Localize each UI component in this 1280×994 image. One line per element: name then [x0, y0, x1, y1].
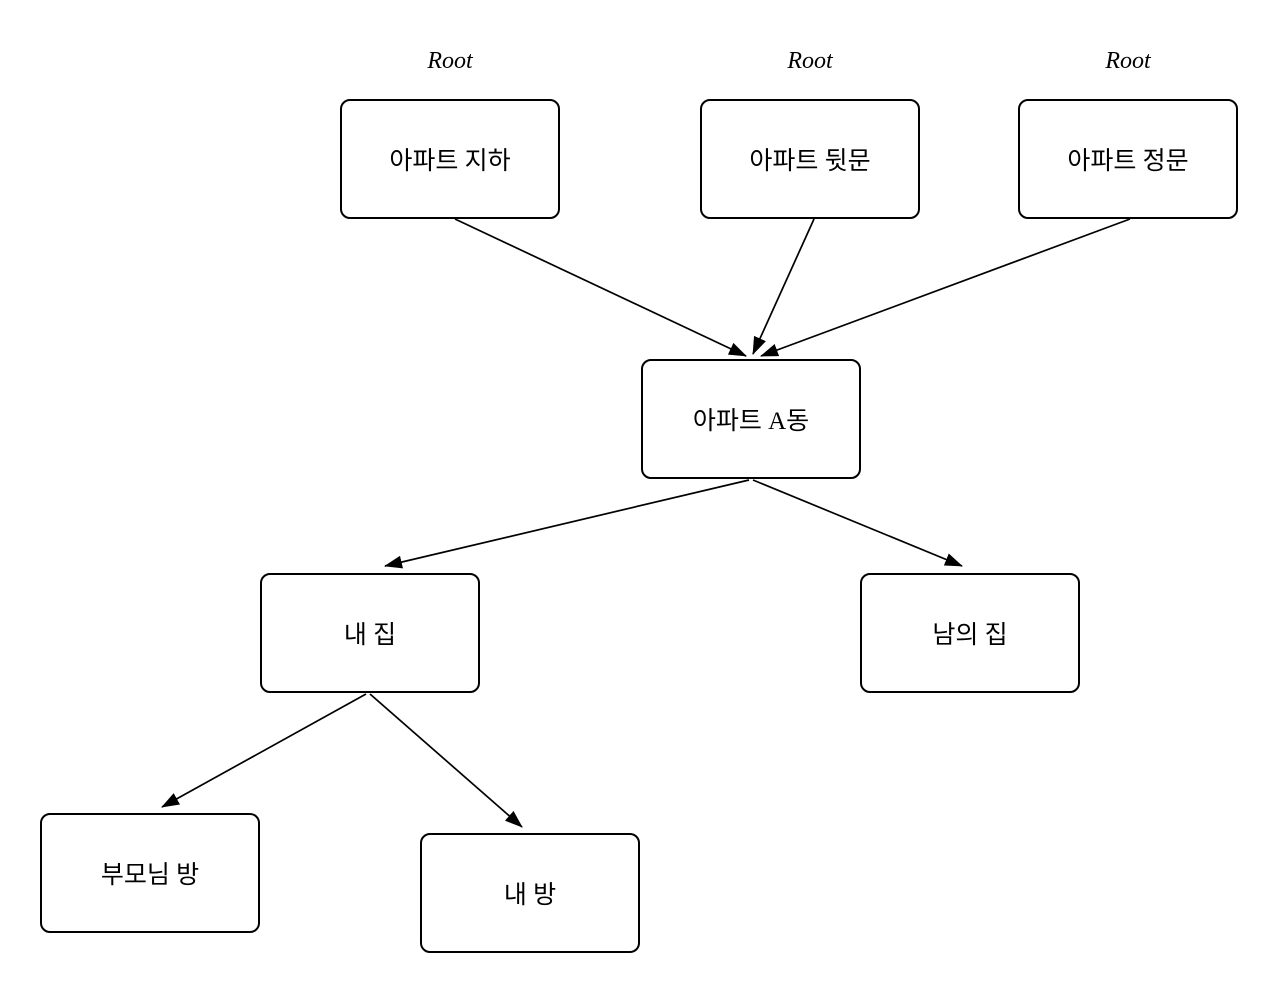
node-label-apt-frontgate: 아파트 정문 — [1067, 148, 1189, 175]
node-my-room: 내 방 — [420, 833, 640, 953]
node-apt-building-a: 아파트 A동 — [641, 359, 861, 479]
node-parents-room: 부모님 방 — [40, 813, 260, 933]
node-apt-backdoor: 아파트 뒷문 — [700, 99, 920, 219]
edge-apt-building-a-to-my-house — [384, 479, 750, 569]
root-label-apt-backdoor: Root — [787, 48, 833, 74]
edge-apt-frontgate-to-apt-building-a — [760, 218, 1131, 357]
node-label-my-house: 내 집 — [343, 622, 397, 649]
root-label-apt-basement: Root — [427, 48, 473, 74]
node-label-apt-backdoor: 아파트 뒷문 — [749, 148, 871, 175]
node-label-others-house: 남의 집 — [932, 622, 1008, 649]
node-my-house: 내 집 — [260, 573, 480, 693]
node-label-apt-building-a: 아파트 A동 — [692, 408, 810, 435]
edge-my-house-to-my-room — [369, 693, 523, 828]
node-apt-basement: 아파트 지하 — [340, 99, 560, 219]
node-others-house: 남의 집 — [860, 573, 1080, 693]
edge-apt-backdoor-to-apt-building-a — [752, 218, 815, 355]
node-label-parents-room: 부모님 방 — [100, 862, 200, 889]
node-label-my-room: 내 방 — [503, 882, 557, 909]
edge-apt-building-a-to-others-house — [752, 479, 963, 567]
node-label-apt-basement: 아파트 지하 — [389, 148, 511, 175]
root-label-apt-frontgate: Root — [1105, 48, 1151, 74]
edge-my-house-to-parents-room — [161, 693, 367, 808]
edge-apt-basement-to-apt-building-a — [454, 218, 747, 357]
node-apt-frontgate: 아파트 정문 — [1018, 99, 1238, 219]
